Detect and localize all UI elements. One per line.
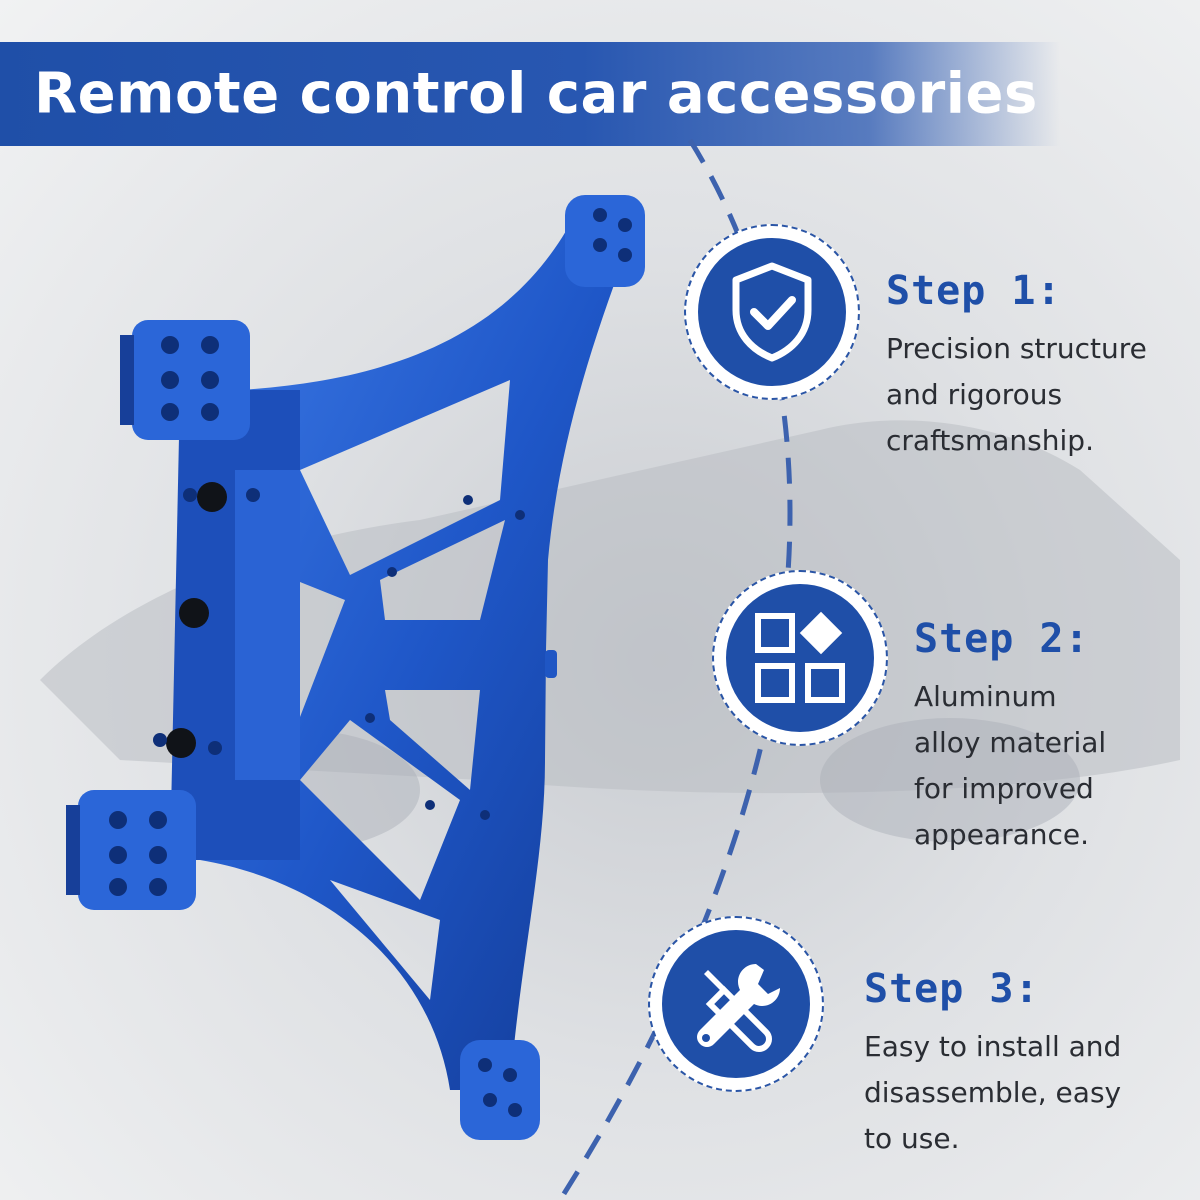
step-1-line-3: craftsmanship. xyxy=(886,424,1094,457)
banner-title: Remote control car accessories xyxy=(34,61,1038,127)
step-3: Step 3: Easy to install and disassemble,… xyxy=(864,966,1121,1162)
step-2-badge xyxy=(712,570,888,746)
step-3-line-3: to use. xyxy=(864,1122,960,1155)
step-2-line-1: Aluminum xyxy=(914,680,1057,713)
step-1-description: Precision structure and rigorous craftsm… xyxy=(886,326,1147,464)
step-1-line-2: and rigorous xyxy=(886,378,1063,411)
shield-check-icon xyxy=(732,262,812,362)
step-2-title: Step 2: xyxy=(914,616,1090,662)
step-2-line-2: alloy material xyxy=(914,726,1107,759)
step-3-line-2: disassemble, easy xyxy=(864,1076,1122,1109)
step-1-title: Step 1: xyxy=(886,268,1062,314)
step-2-line-3: for improved xyxy=(914,772,1094,805)
step-3-line-1: Easy to install and xyxy=(864,1030,1122,1063)
step-1-line-1: Precision structure xyxy=(886,332,1147,365)
step-3-badge xyxy=(648,916,824,1092)
header-banner: Remote control car accessories xyxy=(0,42,1060,146)
step-2: Step 2: Aluminum alloy material for impr… xyxy=(914,616,1106,858)
step-1-badge xyxy=(684,224,860,400)
step-3-description: Easy to install and disassemble, easy to… xyxy=(864,1024,1121,1162)
step-1: Step 1: Precision structure and rigorous… xyxy=(886,268,1147,464)
wrench-screwdriver-icon xyxy=(697,964,780,1052)
step-2-description: Aluminum alloy material for improved app… xyxy=(914,674,1106,858)
step-3-title: Step 3: xyxy=(864,966,1040,1012)
blocks-grid-icon xyxy=(755,611,845,703)
step-2-line-4: appearance. xyxy=(914,818,1090,851)
